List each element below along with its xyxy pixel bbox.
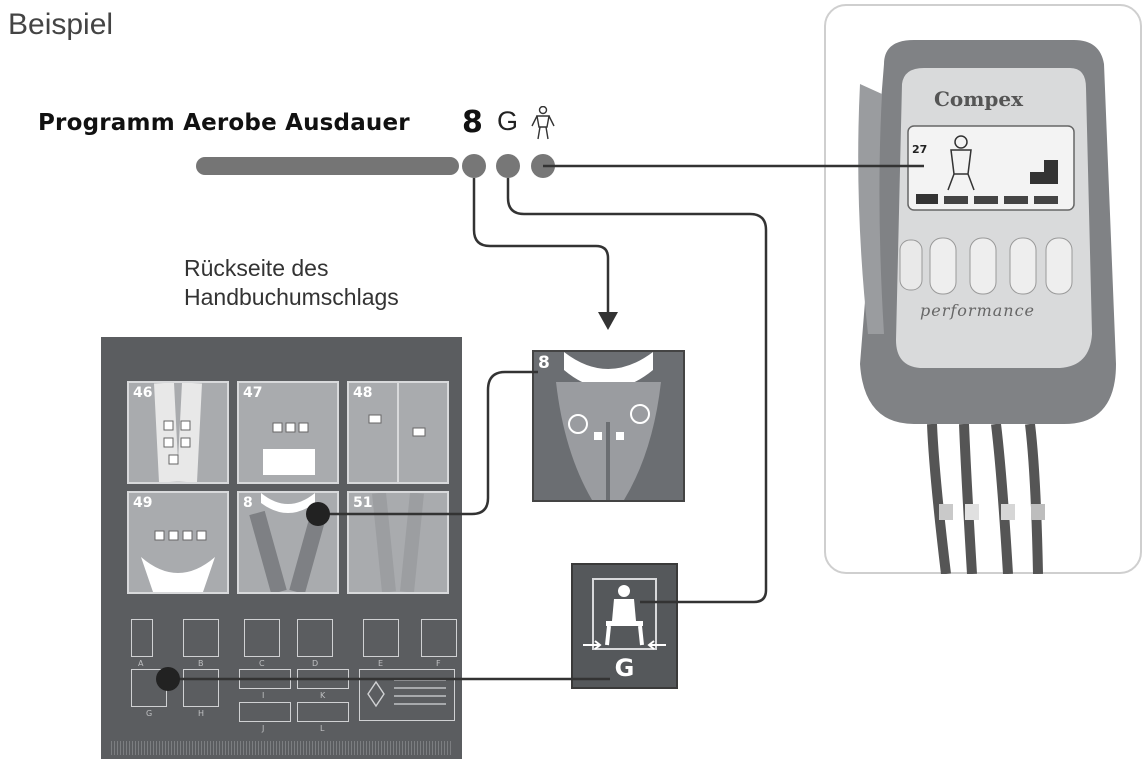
position-letter: K xyxy=(320,691,326,700)
poster-cell-number: 47 xyxy=(243,385,263,401)
position-d-icon xyxy=(297,619,333,657)
thighs-electrodes-icon xyxy=(556,352,661,500)
position-letter: L xyxy=(320,724,325,733)
line-to-electrode-zoom xyxy=(472,178,610,314)
poster-cell-49: 49 xyxy=(127,491,229,594)
back-cover-line2: Handbuchumschlags xyxy=(184,284,399,310)
program-name: Programm Aerobe Ausdauer xyxy=(38,110,410,136)
electrode-placement-zoom: 8 xyxy=(532,350,685,502)
position-j-icon xyxy=(239,702,291,722)
electrode-placement-icon xyxy=(141,530,215,592)
position-letter: J xyxy=(262,724,265,733)
connector-dot-number xyxy=(462,154,486,178)
position-e-icon xyxy=(363,619,399,657)
position-letter: D xyxy=(312,659,319,668)
position-l-icon xyxy=(297,702,349,722)
line-from-poster-cell-8 xyxy=(318,370,538,516)
standing-person-icon xyxy=(531,106,555,140)
poster-cell-47: 47 xyxy=(237,381,339,484)
position-zoom: G xyxy=(571,563,678,689)
poster-cell-51: 51 xyxy=(347,491,449,594)
device-model: performance xyxy=(920,301,1036,320)
compex-device xyxy=(858,40,1116,574)
zoom-position-letter: G xyxy=(614,654,635,682)
position-b-icon xyxy=(183,619,219,657)
position-letter: A xyxy=(138,659,144,668)
position-letter: E xyxy=(378,659,384,668)
seated-person-icon xyxy=(583,578,666,650)
back-cover-line1: Rückseite des xyxy=(184,255,329,281)
poster-cell-46: 46 xyxy=(127,381,229,484)
electrode-placement-icon xyxy=(154,382,202,483)
leg-electrodes-icon xyxy=(372,492,424,593)
poster-cell-48: 48 xyxy=(347,381,449,484)
position-a-icon xyxy=(131,619,153,657)
position-f-icon xyxy=(421,619,457,657)
poster-cell-number: 49 xyxy=(133,495,153,511)
poster-cell-number: 46 xyxy=(133,385,153,401)
position-h-icon xyxy=(183,669,219,707)
position-letter: B xyxy=(198,659,204,668)
arrow-head xyxy=(598,312,618,330)
thigh-electrodes-icon xyxy=(249,493,327,595)
manual-back-cover-poster: 46 47 48 49 xyxy=(101,337,462,759)
connector-dot-letter xyxy=(496,154,520,178)
position-letter: I xyxy=(262,691,265,700)
position-letter: H xyxy=(198,709,205,718)
poster-cell-number: 8 xyxy=(243,495,253,511)
program-letter: G xyxy=(497,106,519,136)
device-screen-timer: 27 xyxy=(912,143,928,156)
fine-print xyxy=(111,741,453,755)
position-letter: C xyxy=(259,659,265,668)
poster-cell-number: 51 xyxy=(353,495,373,511)
electrode-placement-icon xyxy=(368,383,426,482)
position-c-icon xyxy=(244,619,280,657)
zoom-electrode-number: 8 xyxy=(538,353,550,373)
back-cover-label: Rückseite des Handbuchumschlags xyxy=(184,254,399,312)
program-number: 8 xyxy=(462,105,483,140)
poster-dot-position-g xyxy=(156,667,180,691)
page-title: Beispiel xyxy=(8,8,114,41)
poster-cell-number: 48 xyxy=(353,385,373,401)
line-to-position-zoom xyxy=(506,178,768,604)
poster-dot-cell-8 xyxy=(306,502,330,526)
position-letter: G xyxy=(146,709,153,718)
device-brand: Compex xyxy=(934,87,1024,111)
position-letter: F xyxy=(436,659,441,668)
electrode-placement-icon xyxy=(263,422,315,475)
